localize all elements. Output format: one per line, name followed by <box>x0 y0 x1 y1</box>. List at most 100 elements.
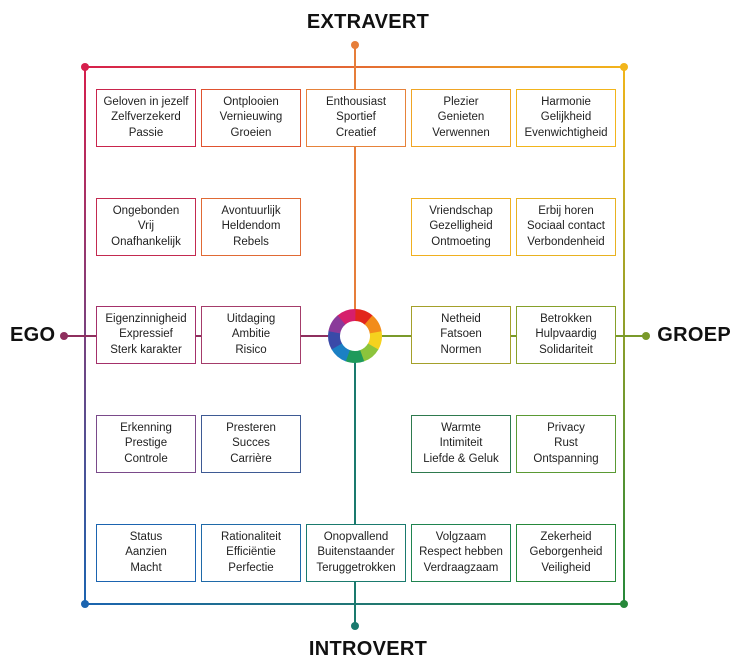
value-box-line: Prestige <box>124 437 168 450</box>
value-box-line: Status <box>129 530 163 543</box>
value-box-line: Normen <box>440 343 482 356</box>
value-box-line: Succes <box>232 437 270 450</box>
value-box-line: Vriendschap <box>429 204 493 217</box>
color-wheel-segment <box>337 309 356 325</box>
value-box-line: Fatsoen <box>440 328 482 341</box>
value-box-line: Sterk karakter <box>110 343 182 356</box>
value-box-line: Rebels <box>233 235 269 248</box>
value-box-line: Avontuurlijk <box>221 204 281 217</box>
value-box-line: Volgzaam <box>435 530 487 543</box>
value-box-line: Geloven in jezelf <box>103 95 189 108</box>
value-box-line: Uitdaging <box>226 312 276 325</box>
corner-dot-bottom-right <box>620 600 628 608</box>
value-box-line: Intimiteit <box>439 437 483 450</box>
value-box-line: Gelijkheid <box>540 111 592 124</box>
corner-dot-top-left <box>81 63 89 71</box>
value-box-line: Verdraagzaam <box>423 561 499 574</box>
value-box-line: Controle <box>124 452 168 465</box>
corner-dot-top-right <box>620 63 628 71</box>
value-box-line: Onopvallend <box>323 530 389 543</box>
value-box-line: Presteren <box>226 421 276 434</box>
axis-label-extravert: EXTRAVERT <box>306 11 430 33</box>
value-box-line: Ambitie <box>231 328 271 341</box>
value-box-line: Geborgenheid <box>529 546 603 559</box>
value-box-line: Ongebonden <box>112 204 180 217</box>
value-box-line: Netheid <box>441 312 481 325</box>
value-box-line: Groeien <box>230 126 272 139</box>
value-box-line: Ontmoeting <box>431 235 491 248</box>
value-box-line: Carrière <box>230 452 272 465</box>
value-box-line: Warmte <box>441 421 481 434</box>
color-wheel-segment <box>359 343 379 362</box>
value-box-line: Onafhankelijk <box>111 235 181 248</box>
value-box-line: Expressief <box>119 328 173 341</box>
value-box-line: Teruggetrokken <box>316 561 396 574</box>
value-box-line: Plezier <box>443 95 479 108</box>
axis-label-groep: GROEP <box>657 324 731 346</box>
value-box-line: Vrij <box>137 220 155 233</box>
axis-dot-extravert <box>351 41 359 49</box>
color-wheel-segment <box>367 331 383 350</box>
value-box-line: Risico <box>235 343 267 356</box>
value-box-line: Ontspanning <box>533 452 599 465</box>
value-box-line: Gezelligheid <box>429 220 493 233</box>
value-box-line: Passie <box>128 126 164 139</box>
value-box-line: Zekerheid <box>540 530 592 543</box>
value-box-line: Evenwichtigheid <box>524 126 608 139</box>
axis-dot-groep <box>642 332 650 340</box>
color-wheel-segment <box>364 315 382 334</box>
value-box-line: Erbij horen <box>538 204 594 217</box>
value-box-line: Sportief <box>336 111 376 124</box>
value-box-line: Erkenning <box>120 421 172 434</box>
color-wheel-segment <box>328 330 343 350</box>
value-box-line: Solidariteit <box>539 343 593 356</box>
value-box-line: Hulpvaardig <box>535 328 597 341</box>
value-box-line: Aanzien <box>125 546 167 559</box>
center-color-wheel <box>328 309 383 363</box>
axis-dot-ego <box>60 332 68 340</box>
value-box-line: Heldendom <box>221 220 281 233</box>
value-box-line: Genieten <box>437 111 485 124</box>
value-box-line: Perfectie <box>228 561 274 574</box>
value-box-line: Eigenzinnigheid <box>105 312 187 325</box>
value-box-line: Betrokken <box>540 312 592 325</box>
value-box-line: Macht <box>130 561 162 574</box>
axis-dot-introvert <box>351 622 359 630</box>
color-wheel-segment <box>331 343 350 362</box>
value-box-line: Rationaliteit <box>220 530 282 543</box>
color-wheel-segment <box>345 349 365 363</box>
value-box-line: Verbondenheid <box>527 235 605 248</box>
value-box-line: Enthousiast <box>325 95 387 108</box>
value-box-line: Harmonie <box>541 95 591 108</box>
value-box-line: Buitenstaander <box>317 546 395 559</box>
value-box-line: Vernieuwing <box>219 111 283 124</box>
value-box-line: Privacy <box>547 421 585 434</box>
value-box-line: Zelfverzekerd <box>111 111 181 124</box>
value-box-line: Verwennen <box>432 126 490 139</box>
value-box-line: Liefde & Geluk <box>423 452 499 465</box>
axis-label-introvert: INTROVERT <box>308 638 428 660</box>
value-box-line: Creatief <box>335 126 377 139</box>
axis-label-ego: EGO <box>10 324 56 346</box>
value-box-line: Respect hebben <box>419 546 503 559</box>
